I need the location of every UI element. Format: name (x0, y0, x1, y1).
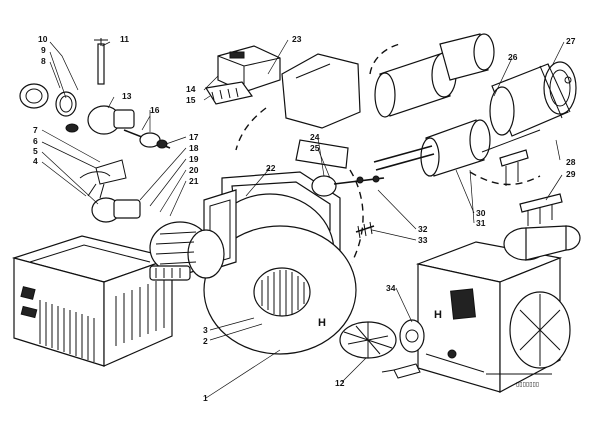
callout-7: 7 (33, 125, 38, 135)
callout-22: 22 (266, 163, 276, 173)
callout-4: 4 (33, 156, 38, 166)
control-box (205, 45, 281, 105)
callout-24: 24 (310, 132, 320, 142)
callout-labels: 1 2 3 4 5 6 7 8 9 10 11 12 13 14 15 16 1… (33, 34, 576, 403)
callout-20: 20 (189, 165, 199, 175)
burner-body: H (203, 53, 364, 355)
pump-assembly (19, 38, 171, 223)
callout-34: 34 (386, 283, 396, 293)
callout-30: 30 (476, 208, 486, 218)
svg-text:▯▯▯▯▯▯▯: ▯▯▯▯▯▯▯ (516, 382, 539, 388)
ignition-parts (311, 129, 563, 239)
callout-2: 2 (203, 336, 208, 346)
callout-10: 10 (38, 34, 48, 44)
motor (149, 221, 225, 281)
callout-27: 27 (566, 36, 576, 46)
callout-25: 25 (310, 143, 320, 153)
callout-16: 16 (150, 105, 160, 115)
callout-31: 31 (476, 218, 486, 228)
svg-text:H: H (434, 309, 442, 321)
callout-14: 14 (186, 84, 196, 94)
callout-18: 18 (189, 143, 199, 153)
assembled-burner: H ▯▯▯▯▯▯▯ (415, 225, 581, 393)
callout-3: 3 (203, 325, 208, 335)
callout-6: 6 (33, 136, 38, 146)
callout-23: 23 (292, 34, 302, 44)
callout-15: 15 (186, 95, 196, 105)
blast-tube (369, 33, 577, 186)
leader-lines (41, 39, 565, 399)
callout-19: 19 (189, 154, 199, 164)
callout-26: 26 (508, 52, 518, 62)
callout-33: 33 (418, 235, 428, 245)
burner-cover (11, 235, 175, 367)
callout-11: 11 (120, 34, 129, 44)
callout-5: 5 (33, 146, 38, 156)
callout-13: 13 (122, 91, 132, 101)
svg-text:H: H (318, 317, 326, 329)
flame-head (339, 319, 457, 379)
callout-9: 9 (41, 45, 46, 55)
callout-1: 1 (203, 393, 208, 403)
callout-29: 29 (566, 169, 576, 179)
callout-17: 17 (189, 132, 199, 142)
callout-28: 28 (566, 157, 576, 167)
callout-12: 12 (335, 378, 345, 388)
callout-8: 8 (41, 56, 46, 66)
callout-32: 32 (418, 224, 428, 234)
callout-21: 21 (189, 176, 199, 186)
